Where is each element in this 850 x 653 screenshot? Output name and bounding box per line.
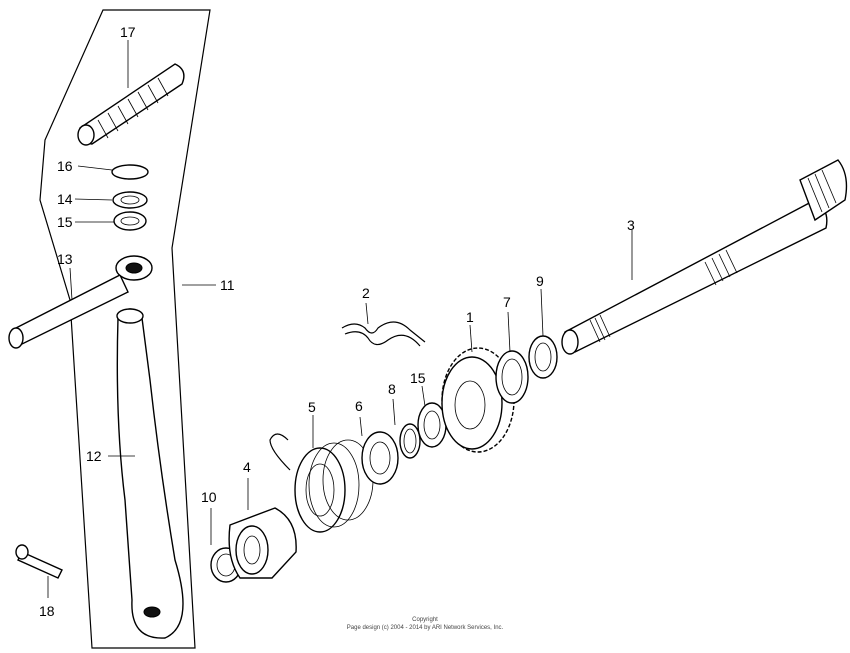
callout-15-lower: 15 bbox=[410, 370, 426, 386]
copyright-label: Copyright bbox=[412, 617, 438, 623]
washer-7-part bbox=[495, 350, 529, 404]
bolt-18-part bbox=[15, 544, 63, 579]
group-outline bbox=[39, 9, 211, 649]
callout-14: 14 bbox=[57, 191, 73, 207]
circlip-8-part bbox=[399, 423, 421, 459]
callout-1: 1 bbox=[466, 309, 474, 325]
callout-17: 17 bbox=[120, 24, 136, 40]
callout-9: 9 bbox=[536, 273, 544, 289]
callout-16: 16 bbox=[57, 158, 73, 174]
circlip-9-part bbox=[528, 335, 558, 379]
callout-18: 18 bbox=[39, 603, 55, 619]
callout-13: 13 bbox=[57, 251, 73, 267]
callout-3: 3 bbox=[627, 217, 635, 233]
copyright-notice: Page design (c) 2004 - 2014 by ARI Netwo… bbox=[346, 625, 504, 631]
callout-5: 5 bbox=[308, 399, 316, 415]
kick-spring-5-part bbox=[269, 433, 374, 533]
ratchet-4-part bbox=[228, 507, 297, 579]
kick-arm-12-part bbox=[116, 308, 184, 639]
pivot-bolt-13-part bbox=[8, 255, 153, 349]
spring-clip-2-part bbox=[341, 321, 426, 347]
washer-14-part bbox=[112, 191, 148, 209]
grip-rubber-part bbox=[77, 63, 185, 146]
callout-8: 8 bbox=[388, 381, 396, 397]
callout-11: 11 bbox=[220, 277, 235, 293]
callout-6: 6 bbox=[355, 398, 363, 414]
callout-7: 7 bbox=[503, 294, 511, 310]
leader-lines bbox=[47, 40, 633, 598]
washer-16-part bbox=[111, 164, 149, 180]
spring-15-part bbox=[113, 211, 147, 231]
callout-4: 4 bbox=[243, 459, 251, 475]
callout-15-upper: 15 bbox=[57, 214, 73, 230]
callout-12: 12 bbox=[86, 448, 102, 464]
washer-6-part bbox=[361, 431, 399, 485]
spindle-3-part bbox=[561, 159, 848, 355]
callout-2: 2 bbox=[362, 285, 370, 301]
callout-10: 10 bbox=[201, 489, 217, 505]
